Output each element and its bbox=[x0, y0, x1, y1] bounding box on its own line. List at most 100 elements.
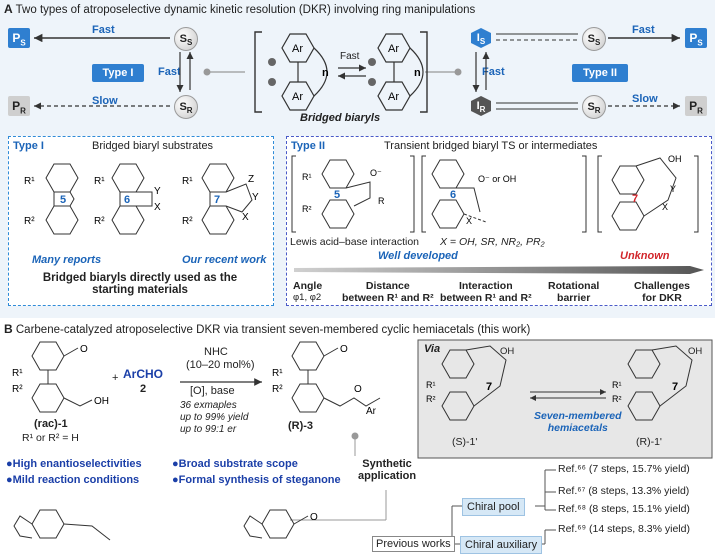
slow-label-right: Slow bbox=[632, 93, 658, 105]
type1-label: Type I bbox=[92, 64, 144, 82]
svg-text:n: n bbox=[414, 67, 421, 79]
svg-text:R²: R² bbox=[612, 394, 622, 404]
fast-label-center: Fast bbox=[340, 51, 360, 62]
fast-label-top-right: Fast bbox=[632, 24, 655, 36]
svg-text:X: X bbox=[662, 202, 668, 212]
svg-text:R²: R² bbox=[426, 394, 436, 404]
svg-text:R¹: R¹ bbox=[612, 380, 622, 390]
panel-a-title: Two types of atroposelective dynamic kin… bbox=[15, 4, 476, 16]
oh-label-s: OH bbox=[500, 346, 515, 357]
svg-text:Ar: Ar bbox=[388, 43, 399, 55]
feature-enantioselectivity: ●High enantioselectivities bbox=[6, 458, 142, 470]
chiral-pool-box: Chiral pool bbox=[462, 498, 525, 516]
panel-b-title: Carbene-catalyzed atroposelective DKR vi… bbox=[15, 324, 531, 336]
svg-text:X: X bbox=[466, 216, 472, 226]
synthetic-line2: application bbox=[358, 470, 417, 482]
reagent-archo: ArCHO bbox=[123, 367, 164, 381]
svg-text:R¹: R¹ bbox=[302, 172, 312, 182]
svg-text:O⁻: O⁻ bbox=[370, 168, 382, 178]
lewis-label: Lewis acid–base interaction bbox=[290, 236, 419, 248]
condition-loading: (10–20 mol%) bbox=[186, 359, 255, 371]
svg-text:R: R bbox=[378, 196, 385, 206]
svg-text:X: X bbox=[154, 202, 161, 213]
type1-footer-line2: starting materials bbox=[92, 284, 188, 296]
hexagon-icon bbox=[471, 28, 491, 48]
svg-text:5: 5 bbox=[334, 189, 340, 201]
ref-66: Ref.⁶⁶ (7 steps, 15.7% yield) bbox=[558, 463, 690, 475]
scale-distance: Distance between R¹ and R² bbox=[342, 280, 434, 304]
condition-nhc: NHC bbox=[204, 346, 228, 358]
svg-text:O⁻ or OH: O⁻ or OH bbox=[478, 174, 516, 184]
svg-text:R¹: R¹ bbox=[24, 176, 35, 187]
hemiacetal-label: Seven-membered hemiacetals bbox=[534, 410, 622, 434]
svg-text:O: O bbox=[80, 344, 88, 355]
svg-text:OH: OH bbox=[668, 154, 682, 164]
scale-distance-2: between R¹ and R² bbox=[342, 292, 434, 304]
svg-text:OH: OH bbox=[94, 396, 109, 407]
feature-substrate-scope: ●Broad substrate scope bbox=[172, 458, 298, 470]
condition-oxidant: [O], base bbox=[190, 385, 235, 397]
bridged-biaryls-label: Bridged biaryls bbox=[300, 112, 381, 124]
substrate-ss-right: SS bbox=[582, 27, 606, 51]
hemiacetal-line1: Seven-membered bbox=[534, 410, 622, 422]
svg-text:O: O bbox=[310, 512, 318, 523]
svg-text:R²: R² bbox=[12, 384, 23, 395]
hemiacetal-line2: hemiacetals bbox=[547, 422, 608, 434]
ref-67-text: (8 steps, 13.3% yield) bbox=[588, 485, 690, 497]
hexagon-icon bbox=[471, 96, 491, 116]
svg-text:5: 5 bbox=[60, 194, 66, 206]
ref-66-id: Ref.⁶⁶ bbox=[558, 463, 586, 475]
compound-r-1prime: (R)-1' bbox=[636, 436, 662, 448]
plus-sign: + bbox=[112, 372, 119, 384]
oh-label-r: OH bbox=[688, 346, 703, 357]
svg-text:R¹: R¹ bbox=[94, 176, 105, 187]
scale-rotational-2: barrier bbox=[557, 292, 591, 304]
compound-s-1prime: (S)-1' bbox=[452, 436, 478, 448]
feature-steganone: ●Formal synthesis of steganone bbox=[172, 474, 341, 486]
ref-68-id: Ref.⁶⁸ bbox=[558, 503, 587, 515]
chiral-auxiliary-box: Chiral auxiliary bbox=[460, 536, 543, 554]
svg-text:Y: Y bbox=[154, 186, 161, 197]
ref-68-text: (8 steps, 15.1% yield) bbox=[588, 503, 690, 515]
ref-68: Ref.⁶⁸ (8 steps, 15.1% yield) bbox=[558, 503, 690, 515]
via-label: Via bbox=[424, 343, 441, 355]
scale-rotational: Rotational barrier bbox=[548, 280, 599, 304]
ref-69-text: (14 steps, 8.3% yield) bbox=[589, 523, 690, 535]
svg-text:7: 7 bbox=[486, 381, 492, 393]
product-pr-right: PR bbox=[685, 96, 707, 116]
svg-text:6: 6 bbox=[450, 189, 456, 201]
svg-text:R¹: R¹ bbox=[272, 368, 283, 379]
scale-angle: Angle φ1, φ2 bbox=[293, 280, 322, 303]
svg-text:R²: R² bbox=[24, 216, 35, 227]
svg-text:Ar: Ar bbox=[292, 91, 303, 103]
panel-a-scheme-graphics: Ar Ar n Ar Ar n bbox=[34, 31, 680, 113]
slow-label-left: Slow bbox=[92, 95, 118, 107]
svg-text:R¹: R¹ bbox=[12, 368, 23, 379]
substrate-sr-right: SR bbox=[582, 95, 606, 119]
svg-text:n: n bbox=[322, 67, 329, 79]
svg-text:O: O bbox=[340, 344, 348, 355]
svg-text:R¹: R¹ bbox=[426, 380, 436, 390]
svg-text:7: 7 bbox=[632, 193, 638, 205]
scale-interaction-2: between R¹ and R² bbox=[440, 292, 532, 304]
scale-angle-title: Angle bbox=[293, 280, 323, 292]
type1-box-title: Type I bbox=[13, 140, 44, 152]
scale-challenges-1: Challenges bbox=[634, 280, 691, 292]
ref-69: Ref.⁶⁹ (14 steps, 8.3% yield) bbox=[558, 523, 690, 535]
scale-challenges: Challenges for DKR bbox=[634, 280, 690, 304]
compound-rac-1: (rac)-1 bbox=[34, 418, 68, 430]
intermediate-ir: IR bbox=[470, 95, 492, 117]
scale-rotational-1: Rotational bbox=[548, 280, 600, 292]
r-definition: R¹ or R² = H bbox=[22, 432, 79, 444]
ref-67: Ref.⁶⁷ (8 steps, 13.3% yield) bbox=[558, 485, 689, 497]
trend-arrow bbox=[294, 266, 704, 274]
substrate-sr-left: SR bbox=[174, 95, 198, 119]
svg-text:O: O bbox=[354, 384, 362, 395]
svg-text:R²: R² bbox=[182, 216, 193, 227]
compound-r-3: (R)-3 bbox=[288, 420, 314, 432]
svg-text:R¹: R¹ bbox=[182, 176, 193, 187]
svg-text:R²: R² bbox=[302, 204, 312, 214]
svg-text:Y: Y bbox=[670, 184, 676, 194]
